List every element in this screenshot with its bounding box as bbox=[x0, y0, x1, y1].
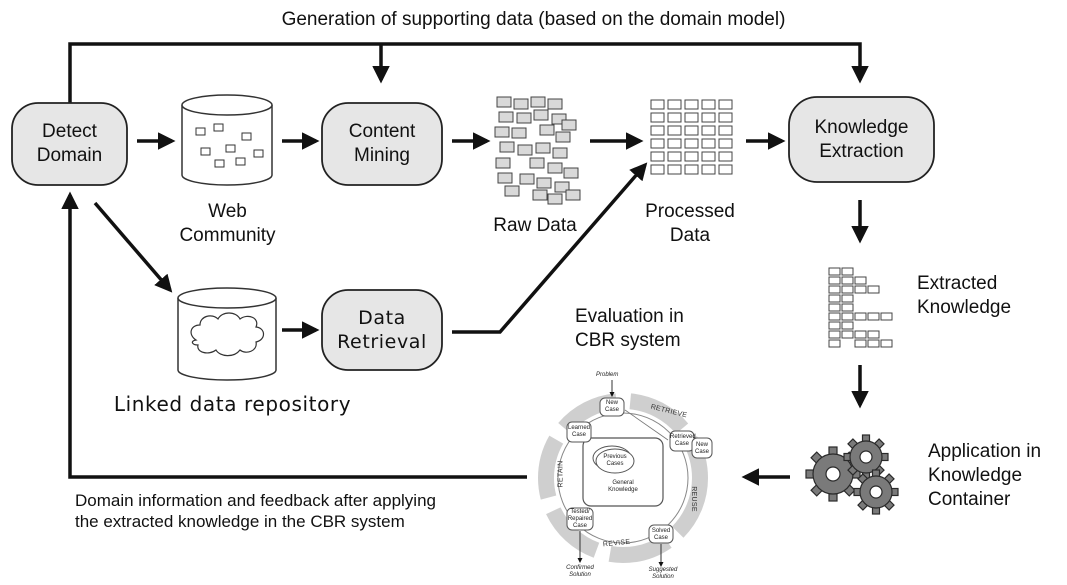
node-detect-domain-label: Detect Domain bbox=[36, 121, 103, 166]
processed-data-label: Processed Data bbox=[645, 201, 735, 246]
linked-data-repository-label: Linked data repository bbox=[113, 392, 352, 416]
node-content-mining-label: Content Mining bbox=[348, 121, 416, 166]
node-data-retrieval bbox=[321, 289, 443, 371]
cbr-retain-label: RETAIN bbox=[557, 460, 565, 488]
node-data-retrieval-label: Data Retrieval bbox=[337, 307, 427, 353]
top-supporting-data-connector bbox=[68, 42, 869, 107]
node-detect-domain bbox=[11, 102, 128, 186]
node-knowledge-extraction-label: Knowledge Extraction bbox=[814, 117, 909, 162]
raw-data-label: Raw Data bbox=[493, 215, 577, 236]
evaluation-label: Evaluation in CBR system bbox=[575, 306, 684, 351]
cbr-cycle-diagram bbox=[538, 380, 713, 567]
cbr-problem-label: Problem bbox=[596, 372, 619, 378]
extracted-knowledge-label: Extracted Knowledge bbox=[917, 273, 1012, 318]
web-community-database-icon bbox=[181, 94, 273, 186]
bottom-caption: Domain information and feedback after ap… bbox=[75, 491, 436, 531]
node-knowledge-extraction bbox=[788, 96, 935, 183]
application-label: Application in Knowledge Container bbox=[928, 441, 1042, 510]
cbr-reuse-label: REUSE bbox=[689, 486, 697, 512]
node-content-mining bbox=[321, 102, 443, 186]
top-caption: Generation of supporting data (based on … bbox=[281, 9, 786, 30]
gears-icon bbox=[805, 434, 899, 515]
extracted-knowledge-icon bbox=[828, 267, 893, 348]
web-community-label: Web Community bbox=[179, 201, 276, 246]
processed-data-icon bbox=[650, 99, 733, 175]
raw-data-icon bbox=[494, 96, 581, 205]
flow-arrows bbox=[61, 132, 869, 486]
linked-data-repository-icon bbox=[177, 287, 277, 381]
